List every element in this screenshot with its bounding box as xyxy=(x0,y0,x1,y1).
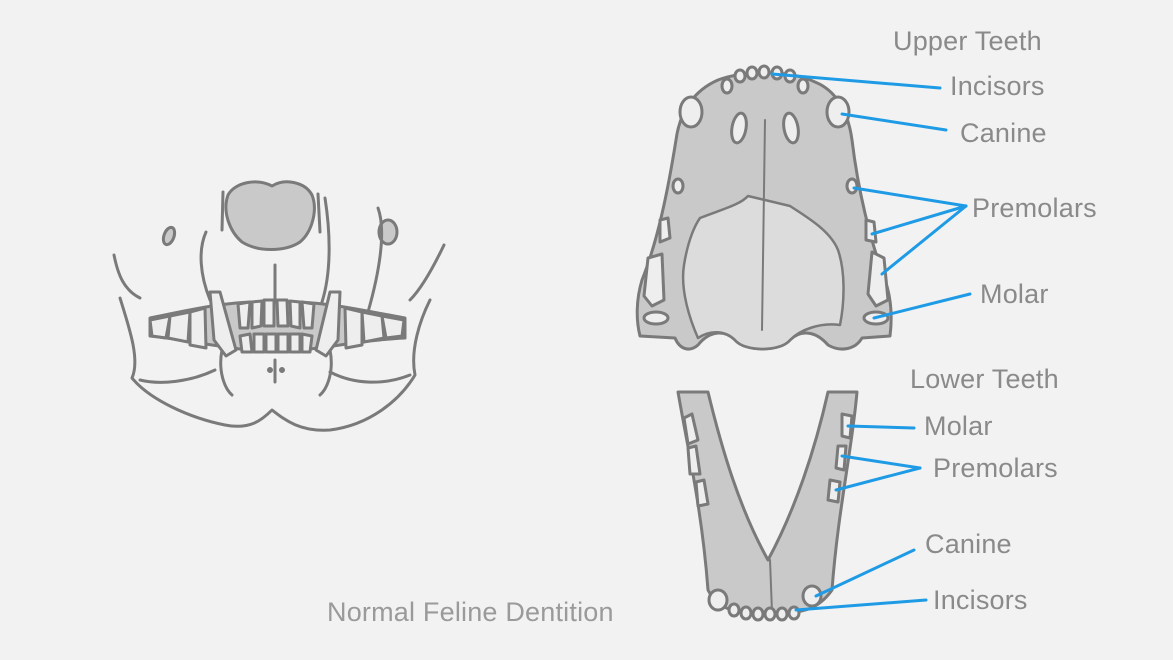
leader-lower-premolar-2 xyxy=(834,466,922,492)
leader-lower-incisors xyxy=(794,598,928,612)
diagram-caption: Normal Feline Dentition xyxy=(327,597,614,627)
nasal-blob xyxy=(224,180,316,251)
leader-upper-canine xyxy=(840,112,948,132)
lower-canine-label: Canine xyxy=(925,529,1012,559)
lower-molar-label: Molar xyxy=(924,411,993,441)
lower-teeth-heading: Lower Teeth xyxy=(910,364,1059,394)
leader-lower-molar xyxy=(846,424,916,430)
lower-mandible xyxy=(676,390,859,615)
lower-premolars-label: Premolars xyxy=(933,453,1058,483)
upper-skull xyxy=(635,64,893,351)
upper-premolars-label: Premolars xyxy=(972,193,1097,223)
upper-incisors-label: Incisors xyxy=(950,71,1045,101)
leader-upper-incisors xyxy=(770,72,942,90)
upper-teeth-heading: Upper Teeth xyxy=(893,26,1042,56)
right-foramen xyxy=(377,218,399,246)
upper-canine-label: Canine xyxy=(960,118,1047,148)
lower-jaw xyxy=(676,390,859,622)
left-foramen xyxy=(161,225,177,247)
leader-lower-premolar-1 xyxy=(840,454,922,470)
leader-lines xyxy=(770,72,972,612)
lower-incisors-label: Incisors xyxy=(933,585,1028,615)
front-view-skull xyxy=(112,180,446,432)
leader-upper-premolar-3 xyxy=(880,204,968,276)
jaw-outline xyxy=(118,296,432,432)
leader-upper-molar xyxy=(872,292,972,320)
leader-lower-canine xyxy=(814,548,916,598)
leader-upper-premolar-2 xyxy=(870,204,968,236)
upper-molar-label: Molar xyxy=(980,279,1049,309)
leader-upper-premolar-1 xyxy=(852,186,968,208)
